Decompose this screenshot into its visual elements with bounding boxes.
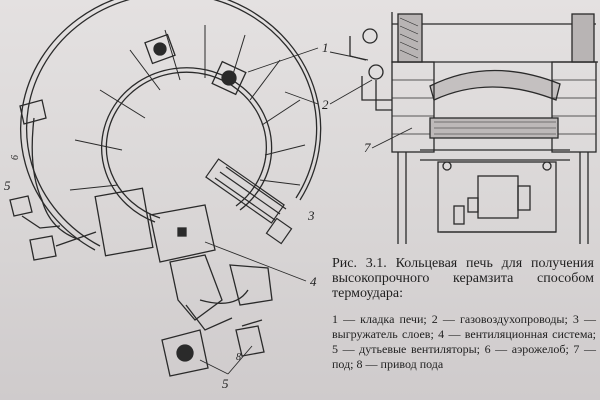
- label-8: 8: [236, 352, 241, 363]
- blowers: [161, 319, 265, 377]
- label-7: 7: [364, 140, 371, 155]
- kiln-arch: [429, 69, 561, 101]
- caption-title: Рис. 3.1. Кольцевая печь для получения в…: [332, 256, 594, 301]
- figure-legend: 1 — кладка печи; 2 — газовоздухопроводы;…: [332, 312, 596, 371]
- label-2: 2: [322, 97, 329, 112]
- gas-air-pipes: [349, 28, 392, 111]
- label-6: 6: [10, 155, 21, 160]
- air-chute: [9, 99, 97, 261]
- label-3: 3: [307, 208, 315, 223]
- kiln-inner-wall: [100, 67, 273, 223]
- kiln-cross-section: [349, 12, 598, 244]
- burner-box-right: [211, 60, 247, 96]
- hearth-drive: [477, 175, 519, 219]
- layer-unloader: [205, 158, 293, 245]
- label-5: 5: [222, 376, 229, 391]
- label-1: 1: [322, 40, 329, 55]
- burner-box-top: [144, 33, 176, 65]
- figure-caption: Рис. 3.1. Кольцевая печь для получения в…: [332, 256, 594, 301]
- kiln-outer-wall: [20, 0, 322, 251]
- ventilation-system: [94, 187, 273, 331]
- label-5-left: 5: [4, 178, 11, 193]
- label-4: 4: [310, 274, 317, 289]
